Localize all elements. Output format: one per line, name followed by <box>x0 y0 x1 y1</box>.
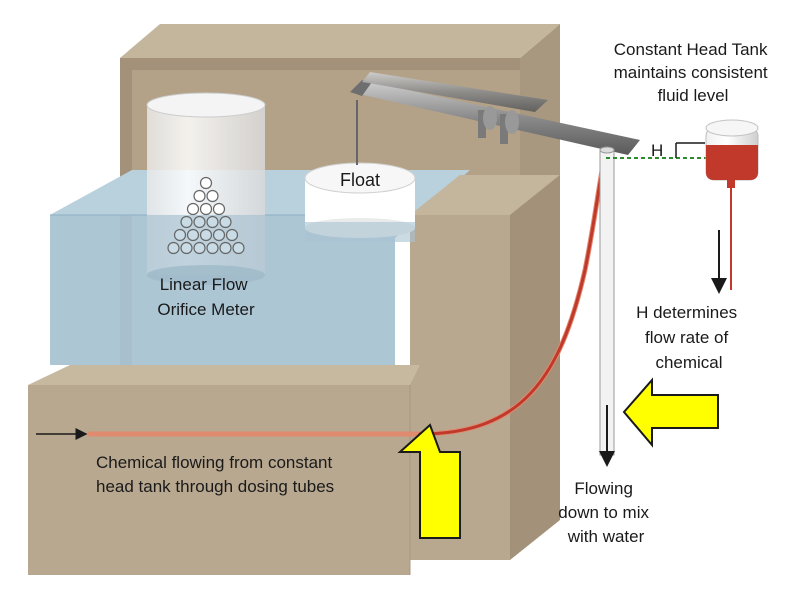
orifice-hole <box>201 178 212 189</box>
drop-tube <box>600 147 614 465</box>
orifice-hole <box>227 230 238 241</box>
orifice-hole <box>188 230 199 241</box>
orifice-hole <box>207 217 218 228</box>
orifice-hole <box>175 230 186 241</box>
orifice-hole <box>201 204 212 215</box>
constant-head-tank-label: Constant Head Tank maintains consistent … <box>614 40 773 105</box>
orifice-hole <box>220 243 231 254</box>
constant-head-tank <box>706 120 758 290</box>
orifice-hole <box>194 243 205 254</box>
orifice-hole <box>181 243 192 254</box>
orifice-hole <box>233 243 244 254</box>
orifice-hole <box>214 204 225 215</box>
orifice-hole <box>188 204 199 215</box>
flowing-down-label: Flowing down to mix with water <box>558 479 653 546</box>
float-label: Float <box>340 170 380 190</box>
orifice-hole <box>194 217 205 228</box>
h-bracket <box>676 143 705 158</box>
orifice-hole <box>207 243 218 254</box>
orifice-hole <box>194 191 205 202</box>
yellow-arrow-left <box>624 380 718 445</box>
orifice-hole <box>214 230 225 241</box>
orifice-hole <box>220 217 231 228</box>
orifice-hole <box>181 217 192 228</box>
orifice-hole <box>207 191 218 202</box>
orifice-hole <box>168 243 179 254</box>
h-marker-label: H <box>651 141 663 160</box>
h-determines-label: H determines flow rate of chemical <box>636 303 742 372</box>
orifice-hole <box>201 230 212 241</box>
